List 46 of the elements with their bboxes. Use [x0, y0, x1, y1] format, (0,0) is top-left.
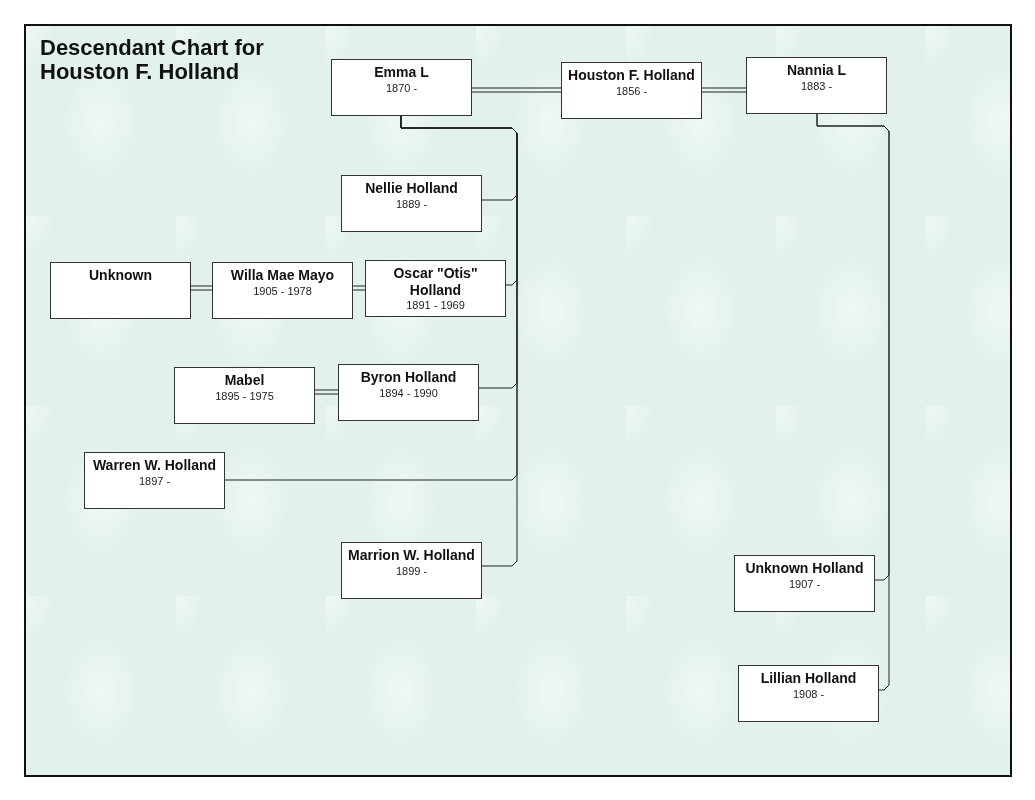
person-box	[561, 62, 702, 119]
descent-line	[400, 115, 518, 567]
person-name: Warren W. Holland	[92, 457, 217, 474]
life-dates: 1907 -	[788, 577, 821, 590]
life-dates: 1870 -	[385, 81, 418, 94]
person-box	[212, 262, 353, 319]
life-dates: 1894 - 1990	[379, 386, 438, 399]
person-name: Nannia L	[786, 62, 847, 79]
life-dates: 1895 - 1975	[215, 389, 274, 402]
marriage-line	[471, 87, 562, 93]
chart-title: Descendant Chart for Houston F. Holland	[40, 36, 265, 85]
life-dates: 1897 -	[138, 474, 171, 487]
person-name: Lillian Holland	[760, 670, 857, 687]
person-box	[341, 175, 482, 232]
descent-line	[816, 113, 890, 691]
person-box	[738, 665, 879, 722]
person-box	[734, 555, 875, 612]
person-name: Nellie Holland	[365, 180, 458, 197]
person-name: Willa Mae Mayo	[230, 267, 335, 284]
life-dates: 1889 -	[395, 197, 428, 210]
person-box	[84, 452, 225, 509]
person-name: Unknown	[89, 267, 152, 284]
person-box	[365, 260, 506, 317]
person-box	[341, 542, 482, 599]
person-box	[746, 57, 887, 114]
marriage-line	[314, 389, 339, 395]
person-name: Houston F. Holland	[568, 67, 695, 84]
person-box	[174, 367, 315, 424]
life-dates: 1899 -	[395, 564, 428, 577]
life-dates: 1908 -	[792, 687, 825, 700]
marriage-line	[190, 285, 213, 291]
person-name: Byron Holland	[360, 369, 457, 386]
life-dates: 1856 -	[615, 84, 648, 97]
person-name: Oscar "Otis" Holland	[392, 265, 479, 299]
life-dates: 1883 -	[800, 79, 833, 92]
person-box	[50, 262, 191, 319]
person-name: Mabel	[224, 372, 265, 389]
life-dates: 1891 - 1969	[406, 299, 465, 312]
person-box	[338, 364, 479, 421]
marriage-line	[701, 87, 747, 93]
person-name: Emma L	[374, 64, 429, 81]
person-box	[331, 59, 472, 116]
person-name: Marrion W. Holland	[348, 547, 475, 564]
life-dates: 1905 - 1978	[253, 284, 312, 297]
marriage-line	[352, 285, 366, 291]
person-name: Unknown Holland	[745, 560, 864, 577]
